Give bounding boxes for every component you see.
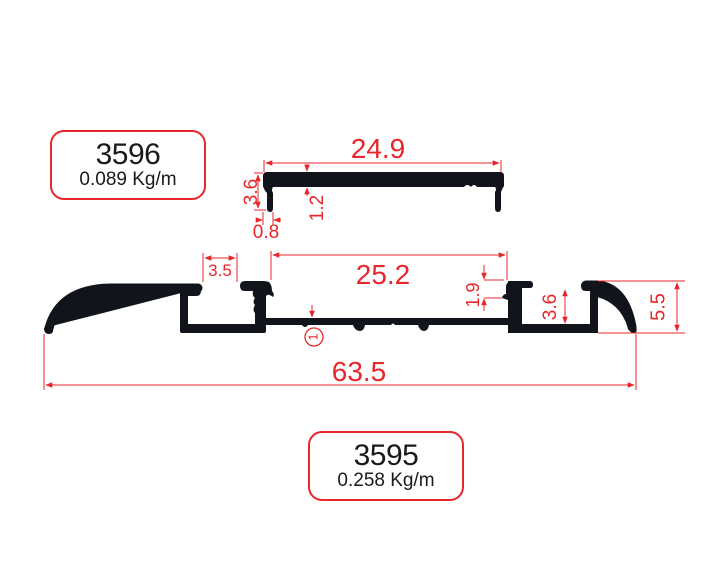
- dim-overall-width: 63.5: [332, 356, 387, 387]
- profile-weight: 0.258 Kg/m: [337, 470, 435, 491]
- dim-height: 3.6: [241, 179, 262, 205]
- profile-code: 3596: [95, 138, 161, 171]
- dim-total-height: 5.5: [647, 293, 669, 321]
- dim-channel-depth: 3.6: [540, 294, 561, 320]
- dim-lip-height: 1.9: [463, 282, 483, 307]
- dim-wall-thickness: 1.2: [307, 195, 328, 221]
- dim-thickness-marker: 1: [305, 333, 320, 340]
- dim-lip-thickness: 0.8: [253, 222, 279, 243]
- dim-slot-width: 3.5: [208, 261, 232, 280]
- profile-3595-shape: [44, 280, 637, 334]
- profile-3596-dimensions: 24.9 3.6 1.2 0.8: [241, 133, 502, 243]
- profile-label-3595: 3595 0.258 Kg/m: [308, 431, 464, 501]
- profile-3596-shape: [263, 172, 504, 212]
- profile-weight: 0.089 Kg/m: [79, 169, 177, 190]
- profile-label-3596: 3596 0.089 Kg/m: [50, 130, 206, 200]
- profile-code: 3595: [353, 439, 419, 472]
- profile-3595-dimensions: 3.5 25.2 1.9 3.6 5.5 1 63.5: [43, 251, 685, 390]
- dim-width: 24.9: [351, 133, 406, 164]
- dim-inner-opening: 25.2: [356, 259, 411, 290]
